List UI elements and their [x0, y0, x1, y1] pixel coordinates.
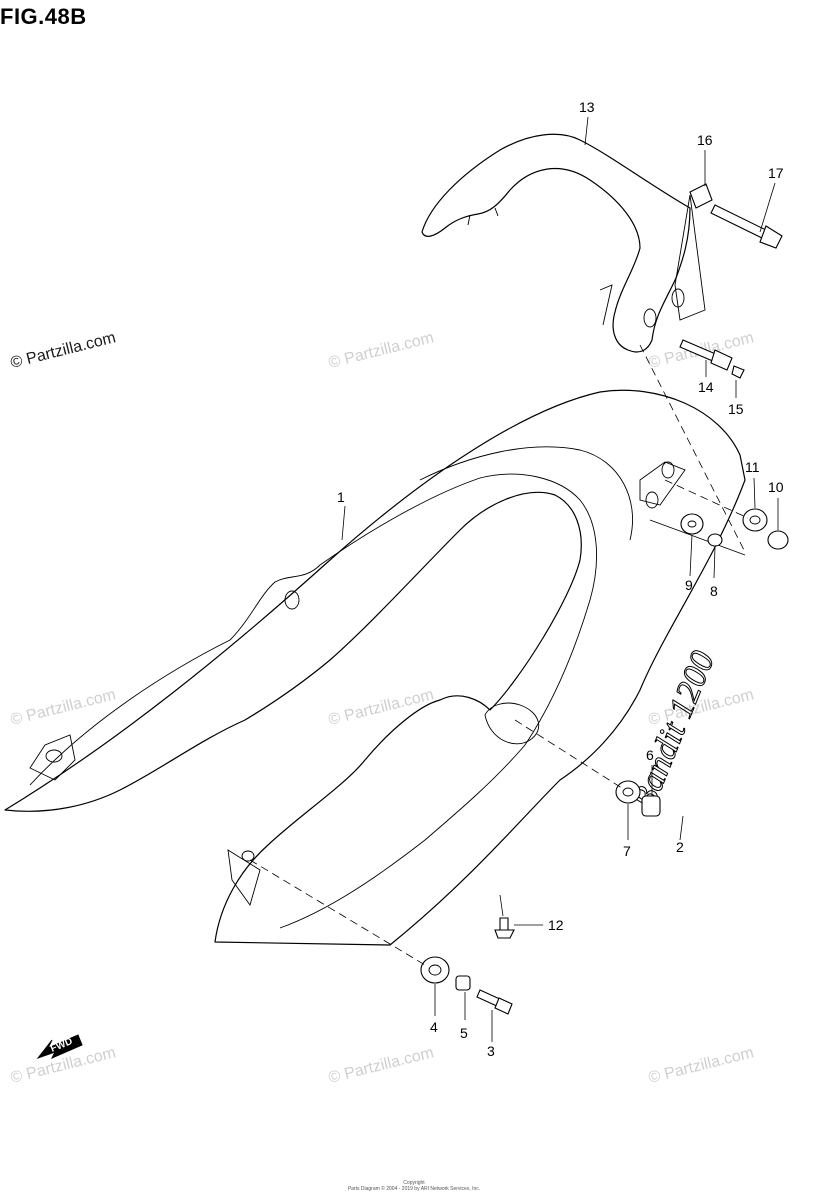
copyright-footer: Copyright Parts Diagram © 2004 - 2019 by…	[0, 1180, 828, 1192]
collar-part-6	[641, 795, 661, 817]
collar-part-8	[707, 533, 723, 547]
screw-part-12	[494, 917, 515, 939]
callout-16: 16	[697, 132, 713, 148]
grommet-part-4	[420, 956, 450, 984]
callout-9: 9	[685, 577, 693, 593]
watermark: © Partzilla.com	[327, 686, 436, 729]
watermark: © Partzilla.com	[327, 1044, 436, 1087]
watermark: © Partzilla.com	[9, 686, 118, 729]
watermark: © Partzilla.com	[647, 1044, 756, 1087]
callout-13: 13	[579, 99, 595, 115]
callout-4: 4	[430, 1019, 438, 1035]
callout-numbers: 13 16 17 14 15 11 10 1 9 8 6 2 7 12 4 5 …	[337, 99, 784, 1059]
bolt-part-3	[476, 989, 513, 1015]
seat-tail-cover-part-1	[4, 389, 746, 946]
grommet-part-7	[615, 780, 641, 804]
bolt-part-17	[710, 204, 783, 249]
footer-line-2: Parts Diagram © 2004 - 2019 by ARI Netwo…	[347, 1186, 481, 1192]
watermark: © Partzilla.com	[327, 329, 436, 372]
collar-part-5	[455, 975, 471, 991]
callout-15: 15	[728, 401, 744, 417]
callout-11: 11	[745, 459, 760, 475]
hardware	[420, 183, 789, 1015]
leader-lines	[249, 116, 779, 1042]
collar-part-10	[767, 530, 789, 550]
grommet-part-9	[680, 513, 704, 535]
callout-3: 3	[487, 1043, 495, 1059]
callout-17: 17	[768, 165, 784, 181]
figure-title: FIG.48B	[0, 4, 87, 29]
footer-line-1: Copyright	[403, 1180, 425, 1186]
callout-12: 12	[548, 917, 564, 933]
callout-6: 6	[646, 747, 654, 763]
watermark-dark: © Partzilla.com	[9, 329, 118, 372]
callout-2: 2	[676, 839, 684, 855]
bolt-part-14	[679, 339, 733, 371]
callout-14: 14	[698, 379, 714, 395]
cap-part-15	[731, 365, 745, 379]
grab-rail-part-13	[421, 133, 706, 353]
watermarks: © Partzilla.com © Partzilla.com © Partzi…	[9, 329, 756, 1087]
callout-10: 10	[768, 479, 784, 495]
washer-part-16	[689, 183, 713, 209]
callout-7: 7	[623, 843, 631, 859]
grommet-part-11	[742, 508, 768, 532]
callout-5: 5	[460, 1025, 468, 1041]
callout-8: 8	[710, 583, 718, 599]
callout-1: 1	[337, 489, 345, 505]
